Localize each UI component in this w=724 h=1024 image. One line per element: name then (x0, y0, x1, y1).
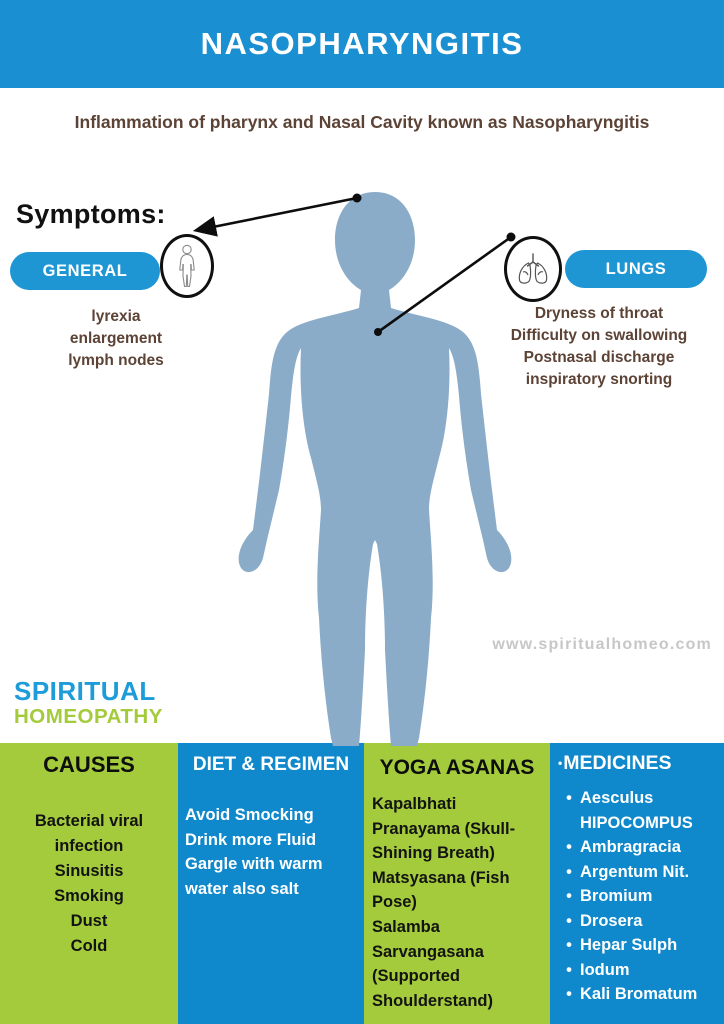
lungs-pill: LUNGS (565, 250, 707, 288)
lungs-symptom: Difficulty on swallowing (510, 327, 688, 344)
yoga-item: Salamba Sarvangasana (Supported Shoulder… (372, 917, 494, 1010)
cause-item: Dust (70, 912, 108, 930)
medicine-item: •Kali Bromatum (558, 982, 722, 1007)
lungs-pill-label: LUNGS (605, 259, 667, 278)
brand-logo-line1: SPIRITUAL (14, 676, 156, 706)
cause-item: Cold (70, 937, 108, 955)
medicines-column: •MEDICINES •Aesculus HIPOCOMPUS •Ambragr… (550, 743, 724, 1024)
general-pill: GENERAL (10, 252, 160, 290)
title-banner: NASOPHARYNGITIS (0, 0, 724, 88)
general-symptom: lyrexia (91, 308, 141, 325)
general-symptom: enlargement (69, 330, 163, 347)
lungs-symptom: Postnasal discharge (523, 349, 675, 366)
lungs-icon-circle (504, 236, 562, 302)
medicines-items: •Aesculus HIPOCOMPUS •Ambragracia •Argen… (550, 786, 724, 1007)
brand-logo-line2: HOMEOPATHY (14, 705, 163, 728)
lungs-symptom: inspiratory snorting (525, 371, 673, 388)
medicines-title-bullet: • (558, 756, 563, 770)
human-figure-icon (179, 244, 195, 288)
diet-item: Drink more Fluid (185, 830, 317, 849)
bullet-icon: • (566, 985, 572, 1003)
medicine-item: •Aesculus HIPOCOMPUS (558, 786, 722, 835)
cause-item: Bacterial viral infection (34, 812, 144, 855)
bullet-icon: • (566, 936, 572, 954)
bullet-icon: • (566, 838, 572, 856)
diet-item: Gargle with warm water also salt (185, 855, 323, 898)
cause-item: Smoking (54, 887, 124, 905)
medicine-item: •Iodum (558, 958, 722, 983)
medicines-title: •MEDICINES (550, 743, 724, 775)
lungs-symptoms-list: Dryness of throat Difficulty on swallowi… (490, 303, 708, 391)
brand-logo: SPIRITUAL HOMEOPATHY (14, 678, 163, 728)
bullet-icon: • (566, 960, 572, 979)
bullet-icon: • (566, 789, 572, 807)
yoga-item: Kapalbhati Pranayama (Skull-Shining Brea… (372, 795, 516, 863)
poster-subtitle: Inflammation of pharynx and Nasal Cavity… (74, 112, 650, 132)
general-symptom: lymph nodes (68, 352, 164, 369)
causes-title: CAUSES (43, 752, 135, 777)
body-silhouette (238, 192, 512, 746)
poster-title: NASOPHARYNGITIS (200, 26, 524, 61)
medicine-item: •Argentum Nit. (558, 860, 722, 885)
diet-regimen-title: DIET & REGIMEN (192, 754, 350, 775)
general-pill-label: GENERAL (42, 261, 128, 280)
causes-column: CAUSES Bacterial viral infection Sinusit… (0, 743, 178, 1024)
bullet-icon: • (566, 911, 572, 930)
yoga-asanas-title: YOGA ASANAS (379, 756, 535, 779)
lungs-icon (518, 253, 548, 284)
symptoms-heading: Symptoms: (16, 199, 166, 229)
cause-item: Sinusitis (54, 862, 124, 880)
diet-item: Avoid Smocking (185, 806, 314, 824)
yoga-asanas-column: YOGA ASANAS Kapalbhati Pranayama (Skull-… (364, 743, 550, 1024)
lungs-symptom: Dryness of throat (534, 305, 664, 322)
info-columns: CAUSES Bacterial viral infection Sinusit… (0, 743, 724, 1024)
general-symptoms-list: lyrexia enlargement lymph nodes (28, 306, 204, 372)
general-icon-circle (160, 234, 214, 298)
medicines-title-text: MEDICINES (563, 752, 672, 774)
yoga-asanas-items: Kapalbhati Pranayama (Skull-Shining Brea… (364, 792, 550, 1013)
diet-regimen-column: DIET & REGIMEN Avoid Smocking Drink more… (178, 743, 364, 1024)
medicine-item: •Ambragracia (558, 835, 722, 860)
medicine-item: •Bromium (558, 884, 722, 909)
medicine-item: •Drosera (558, 909, 722, 934)
medicine-item: •Hepar Sulph (558, 933, 722, 958)
causes-items: Bacterial viral infection Sinusitis Smok… (0, 809, 178, 959)
bullet-icon: • (566, 887, 572, 905)
bullet-icon: • (566, 862, 572, 881)
yoga-item: Matsyasana (Fish Pose) (372, 868, 510, 912)
diet-regimen-items: Avoid Smocking Drink more Fluid Gargle w… (178, 803, 364, 901)
website-watermark: www.spiritualhomeo.com (492, 636, 712, 653)
